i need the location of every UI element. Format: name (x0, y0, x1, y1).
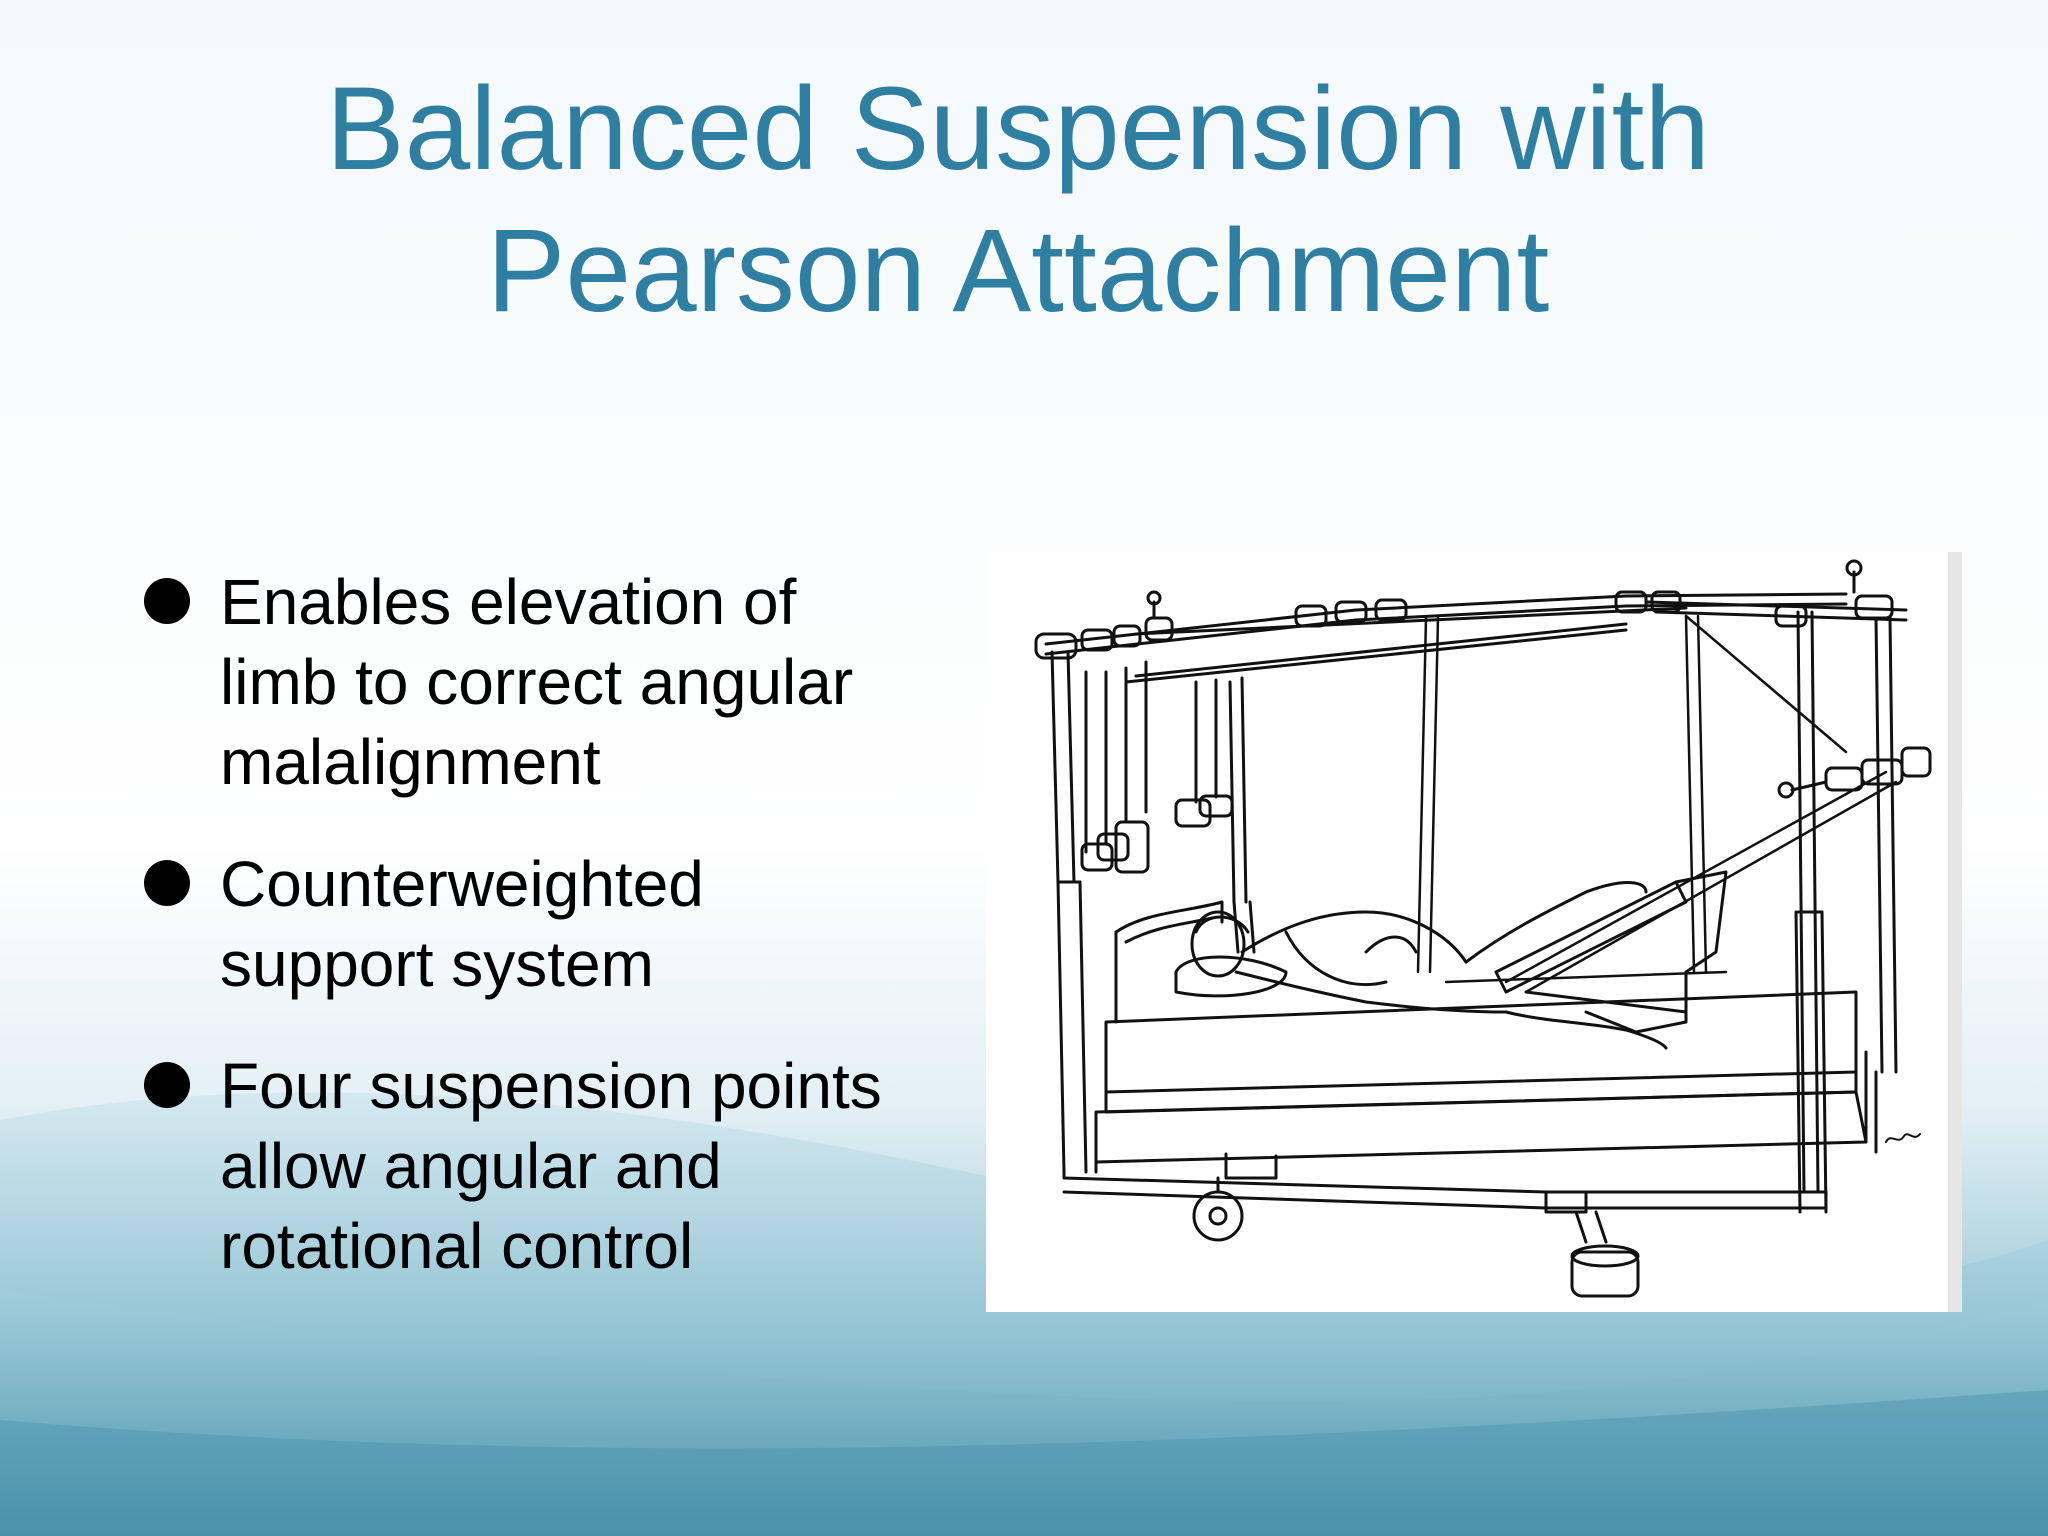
pearson-attachment (1494, 870, 1728, 1034)
suspension-cords (1416, 614, 1898, 994)
slide-title: Balanced Suspension with Pearson Attachm… (150, 58, 1886, 342)
bullet-item: Four suspension points allow angular and… (140, 1046, 960, 1286)
patient (1190, 881, 1668, 1050)
counterweights (1080, 660, 1234, 874)
bullet-line: Enables elevation of (220, 566, 797, 638)
bullet-line: allow angular and (220, 1130, 722, 1202)
title-line-1: Balanced Suspension with (325, 63, 1711, 195)
side-clamp (1777, 746, 1932, 799)
frame-posts (1050, 610, 1898, 1214)
bullet-dot-icon (144, 860, 190, 906)
artist-signature (1885, 1133, 1921, 1143)
casters (1192, 1176, 1640, 1298)
traction-bed-illustration (986, 552, 1962, 1312)
bullet-line: malalignment (220, 726, 601, 798)
bullet-line: Counterweighted (220, 848, 704, 920)
bullet-item: Enables elevation of limb to correct ang… (140, 562, 960, 802)
bullet-line: support system (220, 928, 654, 1000)
bullet-item: Counterweighted support system (140, 844, 960, 1004)
bed (1062, 900, 1878, 1214)
title-line-2: Pearson Attachment (486, 205, 1550, 337)
bullet-dot-icon (144, 1062, 190, 1108)
bullet-list: Enables elevation of limb to correct ang… (140, 562, 960, 1328)
overhead-frame (1034, 559, 1908, 684)
bullet-line: Four suspension points (220, 1050, 882, 1122)
bullet-line: limb to correct angular (220, 646, 854, 718)
bullet-dot-icon (144, 578, 190, 624)
bullet-line: rotational control (220, 1210, 694, 1282)
